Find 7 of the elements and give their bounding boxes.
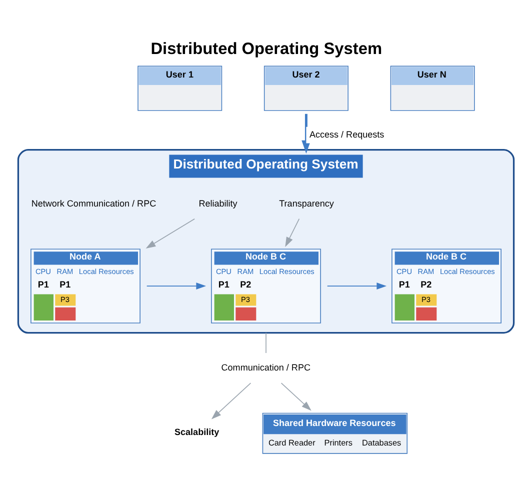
node-text: Scalability [174, 426, 220, 437]
node-text: Reliability [198, 198, 238, 208]
node-text: Communication / RPC [221, 362, 310, 372]
label: Network Communication / RPC [31, 198, 156, 208]
edge-label: Access / Requests [309, 129, 384, 140]
diagram-title: Distributed Operating System [150, 40, 382, 58]
node-text: Transparency [279, 198, 334, 208]
